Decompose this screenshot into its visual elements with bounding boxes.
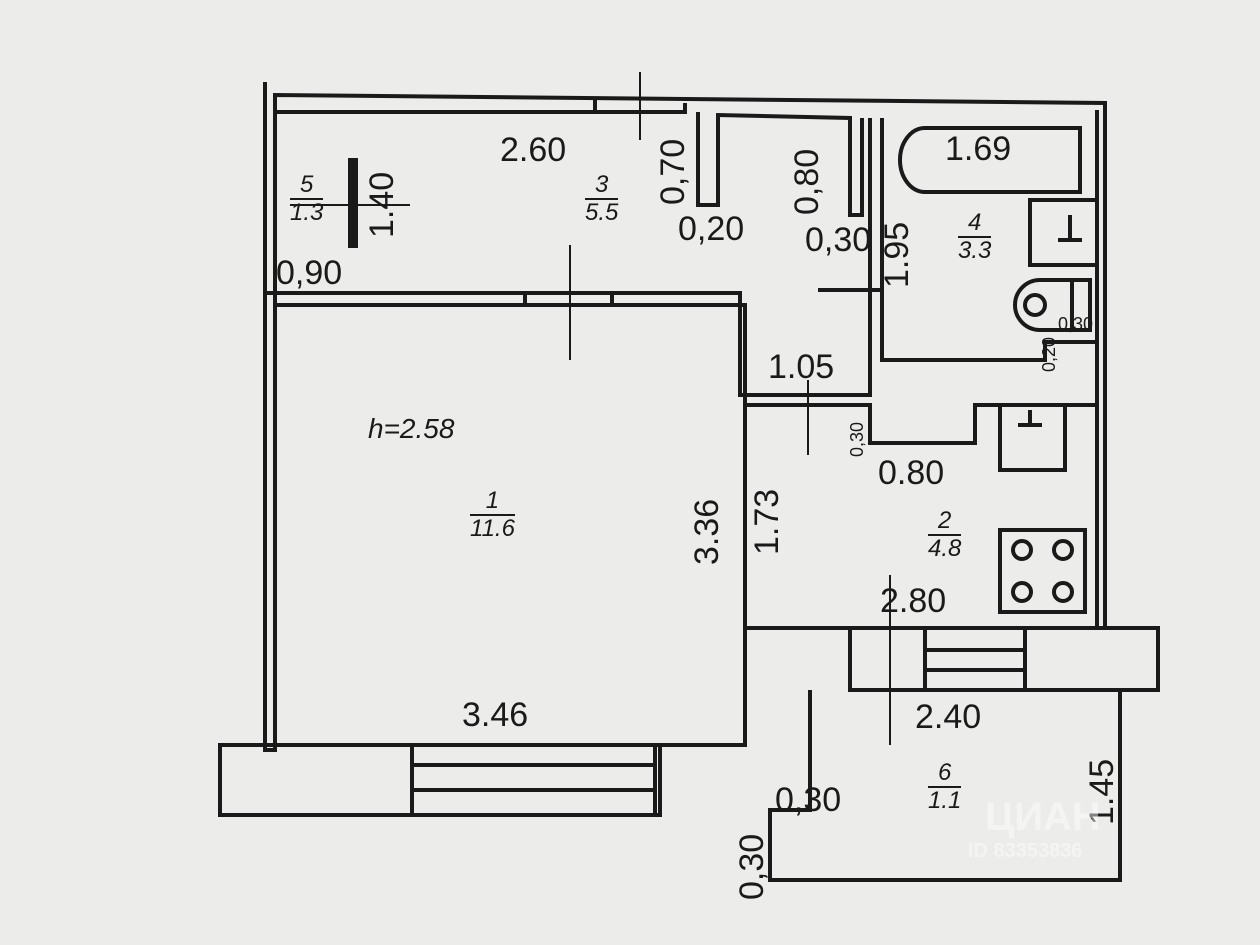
dim-label: 0,20 (678, 210, 745, 248)
room-area: 4.8 (928, 535, 962, 563)
toilet (1013, 278, 1092, 332)
room-number: 1 (470, 487, 515, 517)
dim-label: 1.69 (945, 130, 1012, 168)
dim-label: 0,70 (654, 138, 692, 205)
loggia-slab (848, 626, 1160, 692)
room-number: 3 (585, 171, 619, 201)
watermark-id: ID 83353836 (968, 840, 1083, 862)
dim-label: 1.73 (748, 488, 786, 555)
dim-label: 2.80 (880, 582, 947, 620)
dim-label: 1.95 (878, 221, 916, 288)
room-area: 1.3 (290, 199, 324, 227)
room-area: 3.3 (958, 237, 992, 265)
dim-label: 3.36 (688, 498, 726, 565)
kitchen-outline (745, 403, 1097, 445)
room-area: 5.5 (585, 199, 619, 227)
room-number: 4 (958, 209, 992, 239)
dim-label: 0,30 (805, 221, 872, 259)
stove (998, 528, 1087, 614)
kitchen-sink (998, 403, 1067, 472)
dim-label: 0,30 (1058, 314, 1094, 334)
dim-label: 2.60 (500, 131, 567, 169)
bathtub (898, 126, 1082, 194)
room-number: 2 (928, 507, 962, 537)
balcony-slab (218, 743, 662, 817)
watermark-brand: ЦИАН (985, 795, 1101, 839)
dim-label: 3.46 (462, 696, 529, 734)
dim-label: 0,20 (1039, 336, 1059, 372)
dim-label: 0.80 (878, 454, 945, 492)
dim-label: 0,30 (733, 833, 771, 900)
room-number: 5 (290, 171, 324, 201)
room-number: 6 (928, 759, 962, 789)
dim-label: 2.40 (915, 698, 982, 736)
bathroom-outline (868, 118, 1097, 362)
dim-label: 1.05 (768, 348, 835, 386)
dim-label: 0,30 (847, 421, 867, 457)
dim-label: 1.40 (363, 171, 401, 238)
sink (1028, 198, 1099, 267)
dim-label: 0,80 (788, 148, 826, 215)
dim-label: 0,30 (775, 781, 842, 819)
room-area: 11.6 (470, 515, 515, 543)
dim-label: 0,90 (276, 254, 343, 292)
ceiling-height: h=2.58 (368, 413, 455, 444)
room-area: 1.1 (928, 787, 962, 815)
